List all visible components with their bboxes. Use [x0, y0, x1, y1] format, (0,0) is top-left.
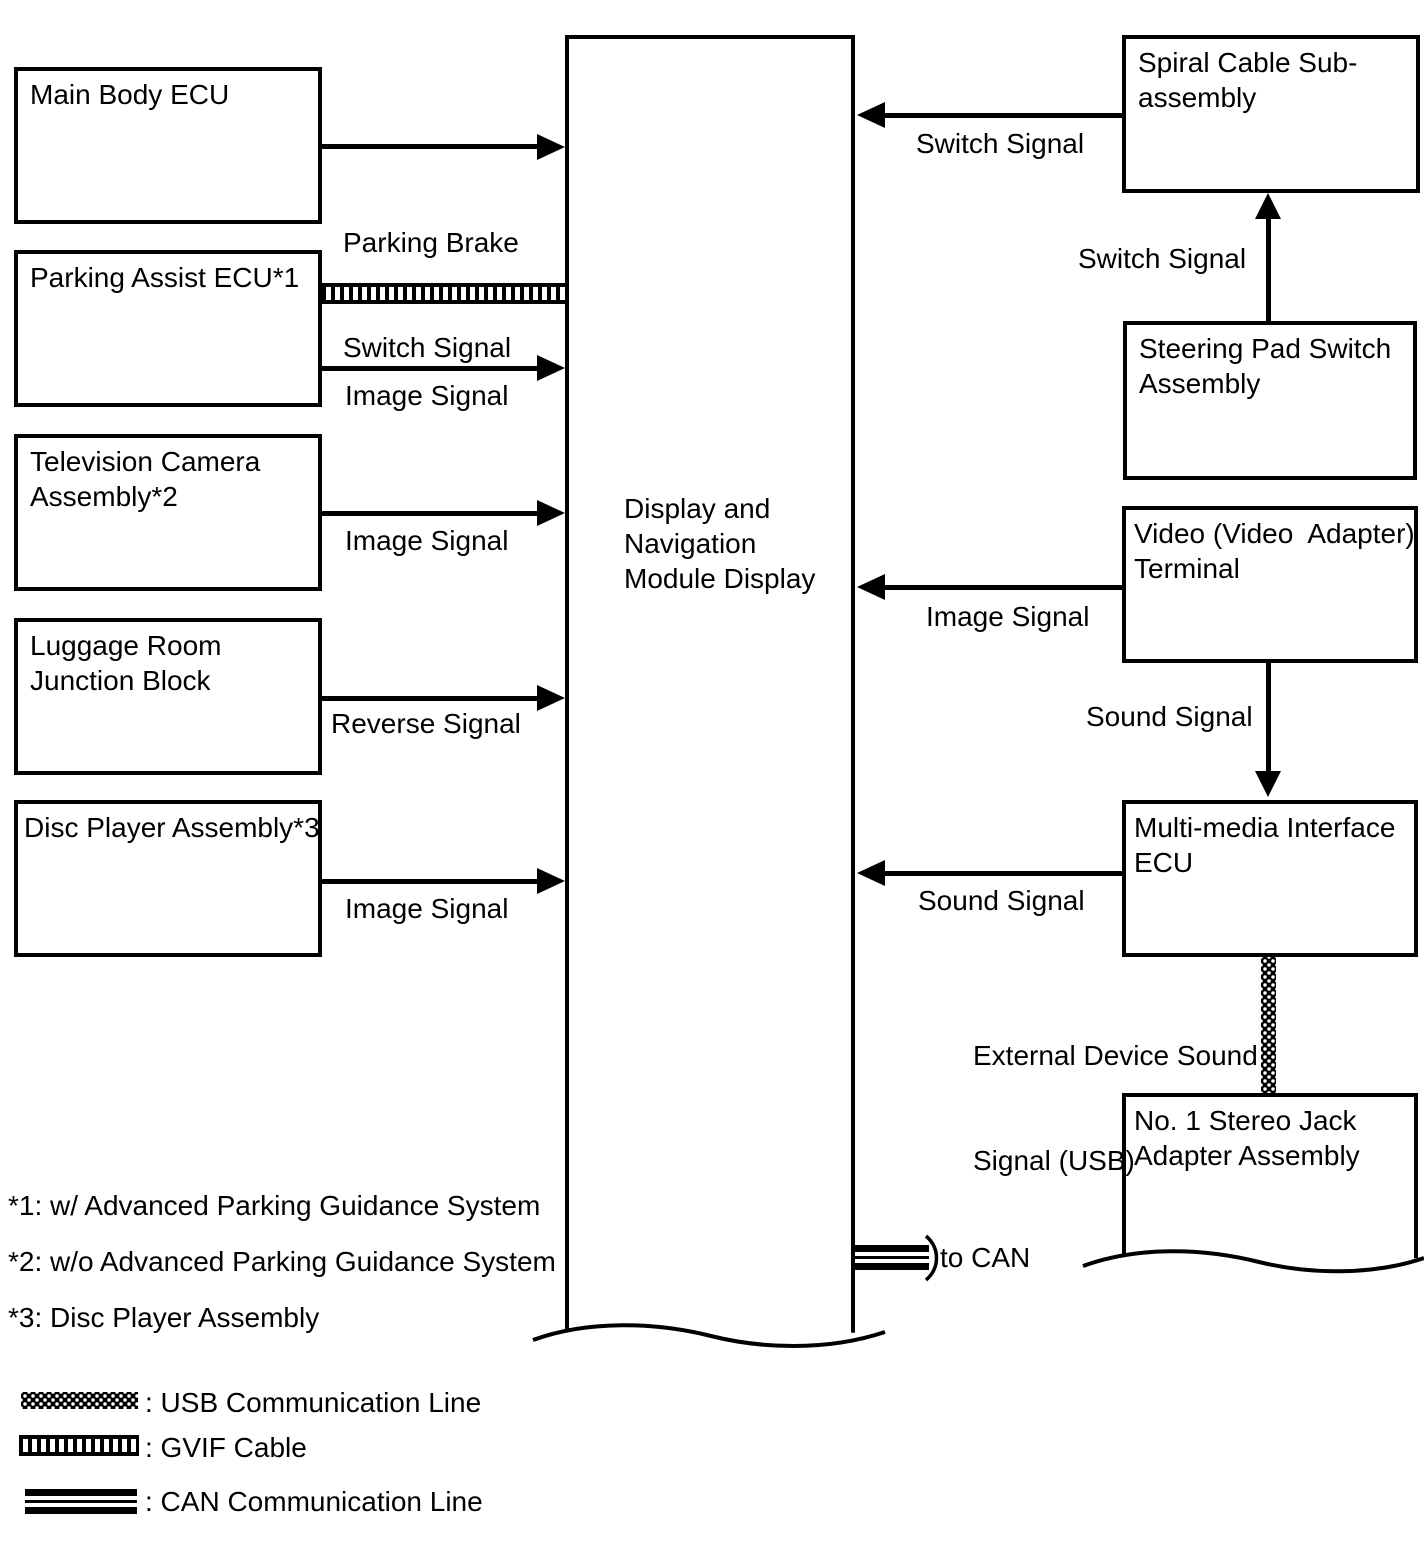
box-label: Video (Video Adapter): [1134, 518, 1415, 549]
box-luggage-room-junction: Luggage Room Junction Block: [14, 618, 322, 775]
legend-can-swatch: [25, 1489, 137, 1514]
arrow-sound-multimedia: [885, 871, 1122, 876]
box-label: Junction Block: [30, 665, 211, 696]
box-label: Parking Assist ECU*1: [30, 262, 300, 293]
box-spiral-cable: Spiral Cable Sub- assembly: [1122, 35, 1420, 193]
box-label: Television Camera: [30, 446, 261, 477]
arrowhead-right: [537, 868, 565, 894]
arrowhead-left: [857, 102, 885, 128]
box-label: ECU: [1134, 847, 1194, 878]
arrow-image-tv-camera: [322, 511, 541, 516]
arrow-image-video: [885, 585, 1122, 590]
arrowhead-right: [537, 685, 565, 711]
signal-label-external-usb: External Device Sound Signal (USB): [973, 1040, 1258, 1176]
signal-label-image: Image Signal: [345, 380, 509, 411]
arrowhead-right: [537, 500, 565, 526]
arrowhead-left: [857, 860, 885, 886]
box-parking-assist-ecu: Parking Assist ECU*1: [14, 250, 322, 407]
arrowhead-right: [537, 134, 565, 160]
can-break-symbol: [924, 1234, 939, 1282]
box-main-body-ecu: Main Body ECU: [14, 67, 322, 224]
box-label: Navigation: [624, 528, 757, 559]
arrow-parking-brake: [322, 144, 541, 149]
box-label: Main Body ECU: [30, 79, 230, 110]
can-communication-stub: [855, 1245, 929, 1270]
signal-label-switch: Switch Signal: [1078, 243, 1247, 274]
arrowhead-right: [537, 355, 565, 381]
footnote-3: *3: Disc Player Assembly: [8, 1302, 320, 1333]
footnote-1: *1: w/ Advanced Parking Guidance System: [8, 1190, 541, 1221]
arrow-image-disc-player: [322, 879, 541, 884]
signal-label-image: Image Signal: [345, 525, 509, 556]
box-label: Steering Pad Switch: [1139, 333, 1392, 364]
legend-gvif-swatch: [19, 1435, 139, 1456]
arrowhead-up: [1255, 193, 1281, 219]
gvif-cable-line: [322, 283, 565, 304]
arrow-image-parking-assist: [322, 366, 541, 371]
arrowhead-left: [857, 574, 885, 600]
signal-label-to-can: to CAN: [940, 1242, 1031, 1273]
box-disc-player: Disc Player Assembly*3: [14, 800, 322, 957]
arrowhead-down: [1255, 771, 1281, 797]
torn-edge-wave: [1082, 1249, 1424, 1274]
legend-gvif-label: : GVIF Cable: [145, 1432, 307, 1463]
arrow-reverse-signal: [322, 696, 541, 701]
signal-label-image: Image Signal: [926, 601, 1090, 632]
arrow-sound-video: [1266, 663, 1271, 773]
box-label: Terminal: [1134, 553, 1240, 584]
arrow-switch-spiral: [885, 113, 1122, 118]
box-label: Multi-media Interface: [1134, 812, 1396, 843]
usb-communication-line: [1261, 957, 1276, 1093]
legend-can-label: : CAN Communication Line: [145, 1486, 483, 1517]
footnote-2: *2: w/o Advanced Parking Guidance System: [8, 1246, 556, 1277]
box-label: Assembly: [1139, 368, 1261, 399]
signal-label-image: Image Signal: [345, 893, 509, 924]
box-label: Spiral Cable Sub-: [1138, 47, 1358, 78]
box-label: Display and: [624, 493, 771, 524]
box-label: Luggage Room: [30, 630, 222, 661]
box-steering-pad-switch: Steering Pad Switch Assembly: [1123, 321, 1417, 480]
box-stereo-jack-adapter: No. 1 Stereo Jack Adapter Assembly: [1122, 1093, 1418, 1260]
box-multimedia-interface-ecu: Multi-media Interface ECU: [1122, 800, 1418, 957]
box-video-adapter-terminal: Video (Video Adapter) Terminal: [1122, 506, 1418, 663]
signal-label-switch: Switch Signal: [916, 128, 1085, 159]
signal-label-sound: Sound Signal: [918, 885, 1085, 916]
box-label: No. 1 Stereo Jack: [1134, 1105, 1357, 1136]
box-label: Assembly*2: [30, 481, 178, 512]
box-television-camera: Television Camera Assembly*2: [14, 434, 322, 591]
legend-usb-label: : USB Communication Line: [145, 1387, 482, 1418]
signal-label-sound: Sound Signal: [1086, 701, 1253, 732]
arrow-switch-steering: [1266, 217, 1271, 321]
box-display-navigation-module: Display and Navigation Module Display: [565, 35, 855, 1335]
signal-label-parking-brake: Parking Brake Switch Signal: [343, 227, 519, 363]
box-label: Module Display: [624, 563, 816, 594]
signal-label-reverse: Reverse Signal: [331, 708, 521, 739]
box-label: Disc Player Assembly*3: [24, 812, 320, 843]
torn-edge-wave: [532, 1323, 886, 1348]
box-label: Adapter Assembly: [1134, 1140, 1360, 1171]
box-label: assembly: [1138, 82, 1257, 113]
legend-usb-swatch: [21, 1392, 138, 1409]
